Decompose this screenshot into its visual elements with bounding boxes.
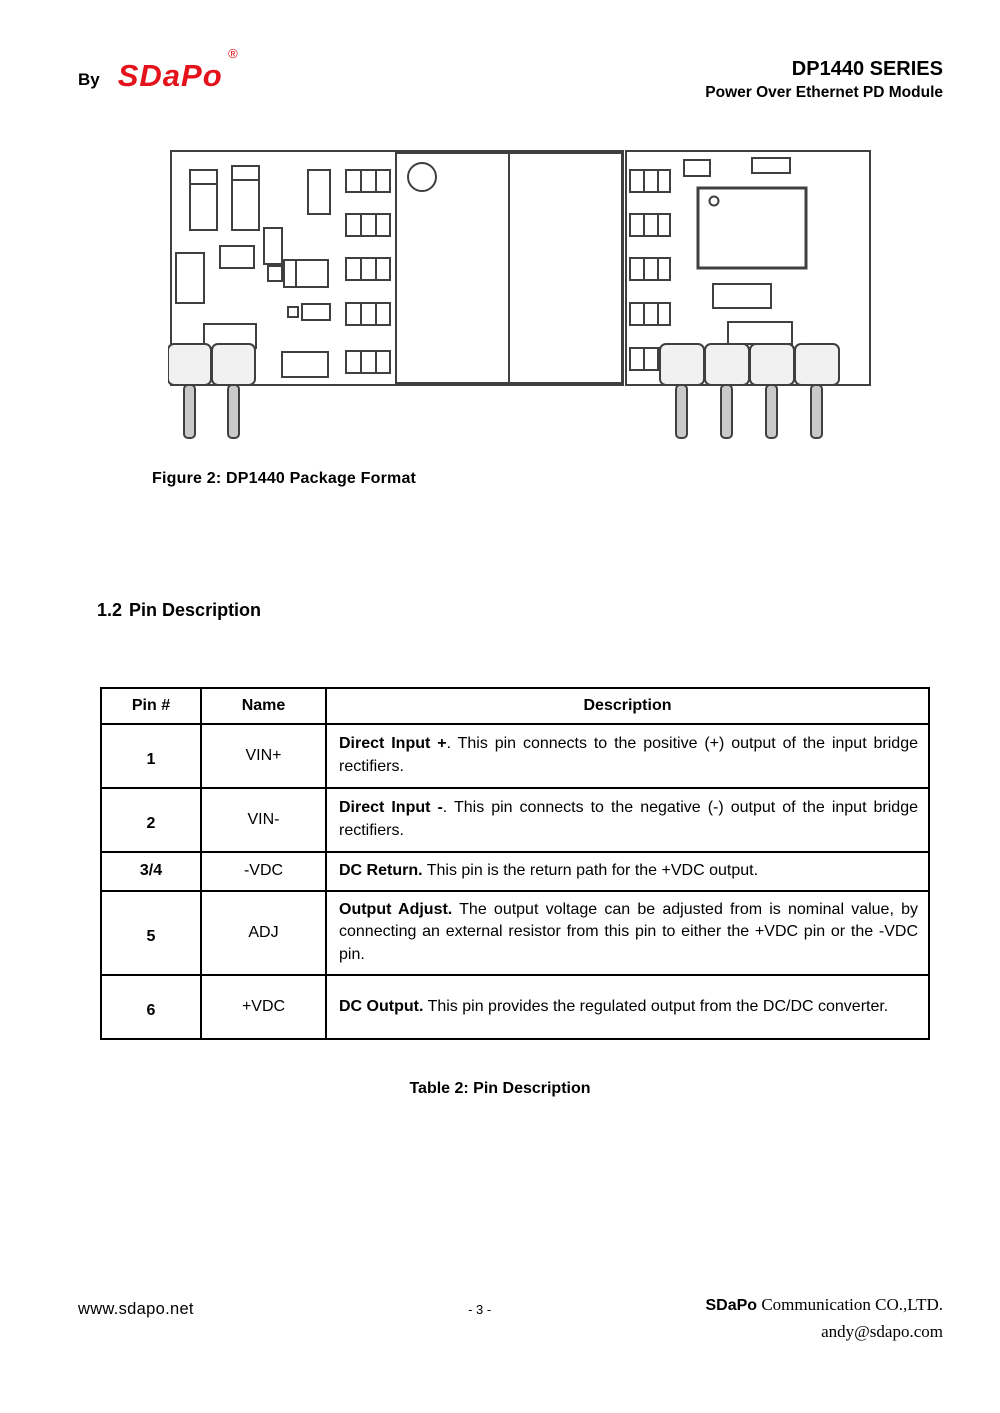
right-pin-header	[659, 343, 840, 386]
figure-caption: Figure 2: DP1440 Package Format	[152, 470, 417, 487]
column-header-description: Description	[325, 687, 930, 725]
table-row: 5 ADJ Output Adjust. The output voltage …	[100, 889, 930, 976]
pin-number: 1	[100, 723, 202, 789]
section-heading: 1.2 Pin Description	[97, 600, 1000, 621]
by-label: By	[78, 70, 100, 89]
table-caption: Table 2: Pin Description	[409, 1079, 591, 1097]
pin-name: ADJ	[200, 889, 327, 976]
registered-trademark-icon: ®	[228, 46, 239, 61]
left-pin-header	[168, 343, 256, 386]
section-number: 1.2	[97, 600, 123, 620]
pin-description: Output Adjust. The output voltage can be…	[325, 889, 930, 976]
brand-block: By SDaPo ®	[78, 46, 238, 94]
pin-description: Direct Input +. This pin connects to the…	[325, 723, 930, 789]
pin-number: 5	[100, 889, 202, 976]
right-board-outline	[625, 150, 871, 386]
document-title-block: DP1440 SERIES Power Over Ethernet PD Mod…	[705, 58, 943, 102]
right-board-components	[683, 157, 808, 345]
pin-name: -VDC	[200, 851, 327, 892]
page-footer: www.sdapo.net - 3 - SDaPo Communication …	[0, 1292, 1000, 1345]
table-row: 2 VIN- Direct Input -. This pin connects…	[100, 787, 930, 853]
table-row: 6 +VDC DC Output. This pin provides the …	[100, 973, 930, 1040]
pin-number: 6	[100, 973, 202, 1040]
left-cap-footprints	[345, 169, 391, 374]
logo-text: SDaPo	[117, 58, 223, 93]
right-pins	[675, 384, 823, 439]
footer-company-block: SDaPo Communication CO.,LTD. andy@sdapo.…	[706, 1292, 943, 1345]
pin-number: 2	[100, 787, 202, 853]
table-header-row: Pin # Name Description	[100, 687, 930, 725]
pin-name: VIN+	[200, 723, 327, 789]
pin-description: Direct Input -. This pin connects to the…	[325, 787, 930, 853]
footer-company-logo: SDaPo	[705, 1297, 758, 1314]
left-board-components	[175, 165, 331, 378]
left-pins	[183, 384, 240, 439]
footer-website: www.sdapo.net	[78, 1300, 194, 1318]
series-subtitle: Power Over Ethernet PD Module	[705, 84, 943, 101]
pin-description-table: Pin # Name Description 1 VIN+ Direct Inp…	[100, 687, 930, 1040]
transformer-outline	[395, 152, 623, 384]
pin-name: VIN-	[200, 787, 327, 853]
footer-company-name: Communication CO.,LTD.	[757, 1295, 943, 1314]
page-number: - 3 -	[468, 1302, 492, 1317]
sdapo-logo: SDaPo ®	[117, 46, 238, 94]
pin-description: DC Return. This pin is the return path f…	[325, 851, 930, 892]
package-figure	[168, 148, 873, 448]
column-header-pin: Pin #	[100, 687, 202, 725]
package-drawing	[168, 150, 871, 439]
page-header: By SDaPo ® DP1440 SERIES Power Over Ethe…	[0, 0, 1000, 102]
right-cap-footprints	[629, 169, 671, 371]
column-header-name: Name	[200, 687, 327, 725]
pin-name: +VDC	[200, 973, 327, 1040]
footer-email: andy@sdapo.com	[821, 1321, 943, 1341]
series-title: DP1440 SERIES	[791, 58, 943, 80]
pin-description: DC Output. This pin provides the regulat…	[325, 973, 930, 1040]
table-row: 1 VIN+ Direct Input +. This pin connects…	[100, 723, 930, 789]
section-title: Pin Description	[129, 600, 262, 620]
table-row: 3/4 -VDC DC Return. This pin is the retu…	[100, 851, 930, 892]
pin-number: 3/4	[100, 851, 202, 892]
